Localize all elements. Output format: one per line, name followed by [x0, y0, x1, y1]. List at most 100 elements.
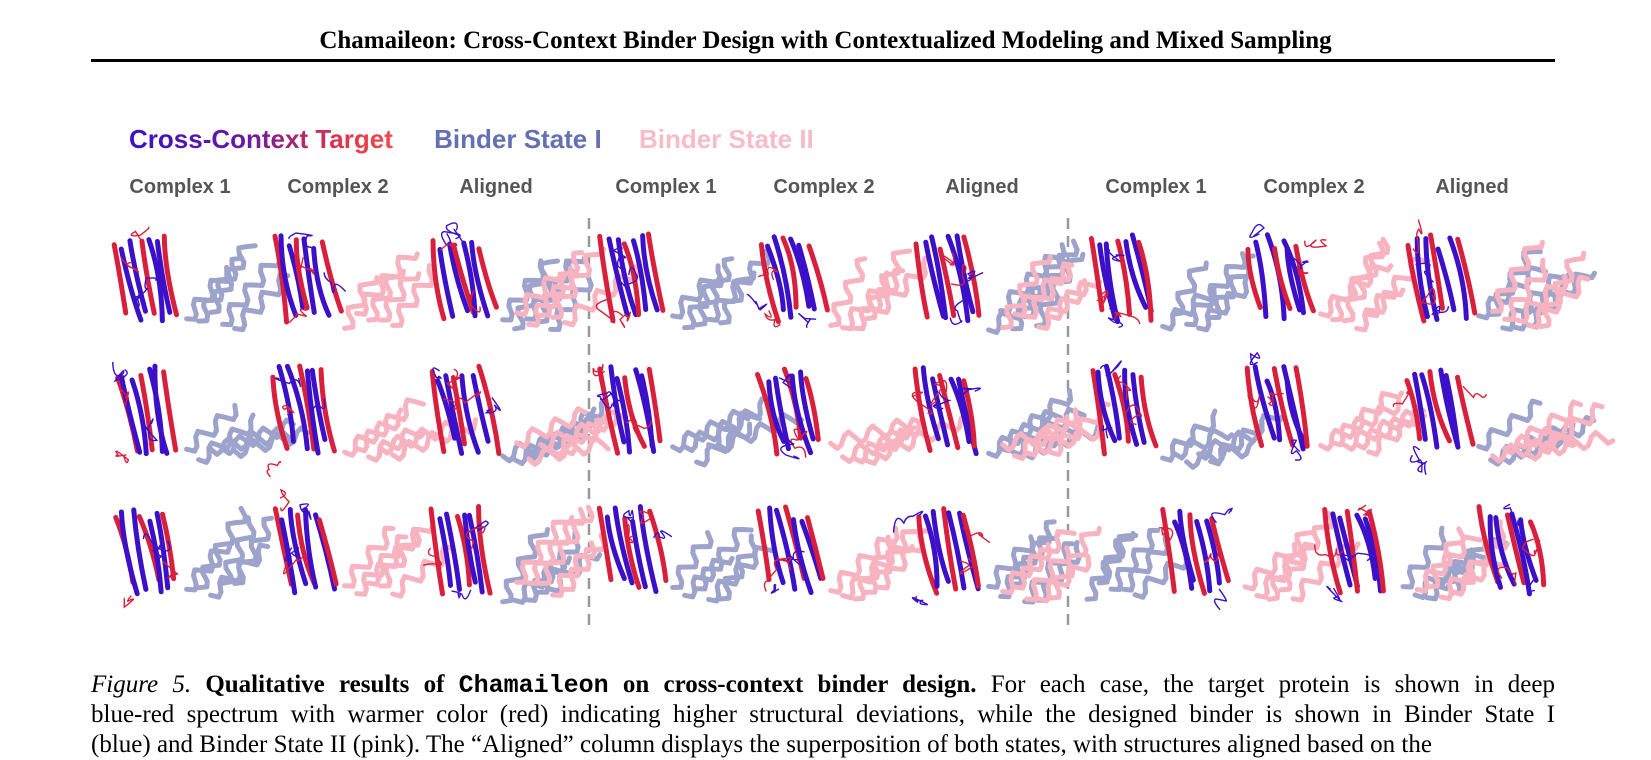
helix-mark: [986, 534, 1036, 590]
strand-mark: [937, 373, 961, 451]
helix-mark: [1538, 402, 1605, 455]
helix-mark: [1502, 257, 1548, 322]
structure-thumbnail: [422, 504, 607, 605]
column-label: Complex 2: [287, 176, 389, 198]
loop-mark: [1291, 256, 1309, 271]
strand-mark: [301, 236, 317, 315]
strand-mark: [450, 375, 467, 447]
strand-mark: [1362, 516, 1383, 594]
strand-mark: [805, 515, 826, 582]
strand-mark: [1244, 365, 1265, 448]
helix-mark: [1022, 541, 1075, 605]
loop-mark: [960, 387, 981, 399]
strand-mark: [1284, 246, 1303, 313]
loop-mark: [1462, 385, 1488, 399]
loop-mark: [966, 270, 984, 283]
structure-thumbnail: [430, 222, 639, 332]
strand-mark: [1103, 363, 1122, 441]
helix-mark: [354, 251, 420, 317]
strand-mark: [803, 376, 821, 443]
strand-mark: [309, 367, 328, 442]
strand-mark: [1271, 366, 1296, 448]
structure-thumbnail: [1245, 223, 1431, 333]
helix-mark: [852, 416, 923, 465]
loop-mark: [1326, 585, 1344, 603]
helix-mark: [1096, 530, 1136, 586]
strand-mark: [1455, 374, 1476, 447]
strand-mark: [923, 239, 946, 319]
column-label: Complex 1: [1105, 176, 1207, 198]
strand-mark: [1281, 238, 1306, 316]
structure-thumbnail: [911, 365, 1111, 461]
loop-mark: [892, 510, 924, 533]
strand-mark: [462, 512, 478, 585]
helix-mark: [524, 254, 588, 322]
strand-mark: [639, 373, 655, 449]
strand-mark: [788, 236, 812, 309]
helix-mark: [514, 406, 588, 450]
loop-mark: [595, 297, 624, 324]
strand-mark: [447, 241, 471, 314]
loop-mark: [1113, 311, 1141, 325]
structure-thumbnail: [1088, 232, 1256, 333]
loop-mark: [596, 391, 615, 407]
strand-mark: [1090, 368, 1107, 457]
strand-mark: [1122, 367, 1140, 447]
strand-mark: [1123, 239, 1149, 310]
strand-mark: [316, 517, 339, 587]
helix-mark: [1184, 251, 1248, 328]
strand-mark: [771, 234, 794, 320]
loop-mark: [1304, 239, 1328, 248]
loop-mark: [1297, 265, 1309, 278]
helix-mark: [1354, 405, 1427, 451]
loop-mark: [1290, 439, 1302, 461]
structure-thumbnail: [1392, 367, 1616, 475]
strand-mark: [961, 234, 982, 318]
structure-thumbnail: [596, 504, 775, 604]
strand-mark: [129, 377, 149, 457]
strand-mark: [287, 507, 309, 587]
strand-mark: [961, 378, 977, 449]
strand-mark: [930, 376, 951, 448]
loop-mark: [279, 488, 290, 512]
structure-thumbnail: [892, 506, 1102, 606]
strand-mark: [152, 363, 170, 456]
strand-mark: [758, 242, 781, 325]
strand-mark: [1264, 378, 1283, 443]
figure-caption-line-3: (blue) and Binder State II (pink). The “…: [91, 730, 1555, 760]
loop-mark: [780, 432, 800, 460]
loop-mark: [757, 266, 779, 281]
strand-mark: [789, 373, 814, 456]
structure-thumbnail: [113, 505, 275, 609]
strand-mark: [469, 239, 491, 319]
strand-mark: [912, 366, 933, 453]
strand-mark: [755, 371, 780, 457]
legend-binder-state-1: Binder State I: [434, 124, 602, 154]
strand-mark: [913, 241, 930, 320]
strand-mark: [1095, 369, 1118, 444]
helix-mark: [208, 243, 258, 315]
strand-mark: [647, 508, 669, 583]
loop-mark: [1247, 394, 1261, 409]
strand-mark: [941, 506, 959, 592]
helix-mark: [706, 396, 765, 450]
helix-mark: [500, 527, 550, 605]
loop-mark: [1249, 223, 1265, 239]
column-label: Aligned: [1435, 176, 1509, 198]
strand-mark: [1194, 518, 1213, 594]
loop-mark: [310, 398, 326, 414]
strand-mark: [284, 363, 310, 452]
strand-mark: [476, 504, 493, 596]
loop-mark: [1420, 287, 1437, 305]
loop-mark: [1211, 507, 1233, 524]
loop-mark: [1158, 527, 1174, 542]
loop-mark: [288, 232, 313, 248]
helix-mark: [876, 255, 928, 315]
loop-mark: [136, 277, 158, 301]
caption-text: For each case, the target protein is sho…: [990, 671, 1556, 698]
loop-mark: [1108, 249, 1125, 262]
loop-mark: [467, 290, 481, 313]
strand-mark: [612, 505, 635, 586]
strand-mark: [1427, 369, 1452, 444]
caption-text: blue-red spectrum with warmer color (red…: [91, 701, 1392, 728]
